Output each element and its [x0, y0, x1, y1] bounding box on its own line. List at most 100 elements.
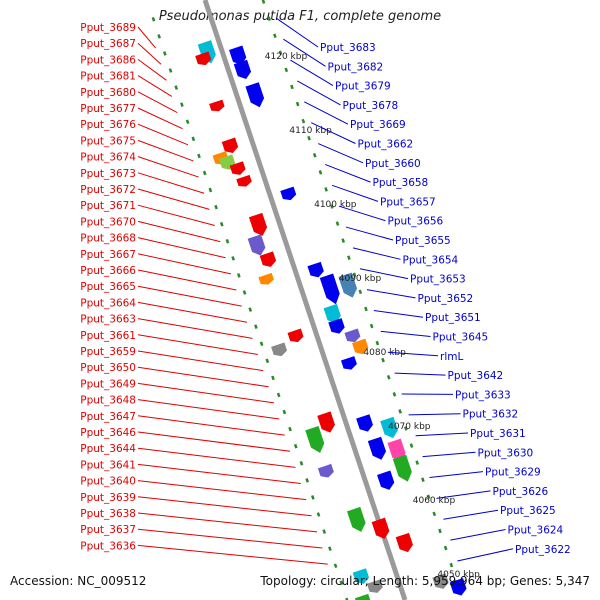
- inner-ruler-dash: [163, 51, 167, 56]
- right-gene-label: Pput_3651: [425, 312, 481, 324]
- kbp-tick-label: 4120 kbp: [265, 52, 308, 62]
- left-gene-label: Pput_3666: [80, 265, 136, 277]
- kbp-tick-label: 4060 kbp: [413, 496, 456, 506]
- right-leader-line: [394, 372, 446, 376]
- left-leader-line: [137, 544, 328, 565]
- gene-arrow: [305, 425, 325, 453]
- inner-ruler-dash: [282, 409, 287, 415]
- outer-ruler-dash: [341, 238, 346, 243]
- inner-ruler-dash: [202, 170, 207, 176]
- left-leader-line: [137, 172, 205, 194]
- right-gene-label: Pput_3683: [320, 42, 376, 54]
- right-leader-line: [443, 509, 499, 520]
- outer-ruler-dash: [261, 0, 266, 4]
- genome-title: Pseudomonas putida F1, complete genome: [158, 9, 442, 24]
- right-gene-label: rlmL: [440, 351, 463, 363]
- outer-ruler-dash: [312, 152, 317, 158]
- left-leader-line: [137, 431, 291, 452]
- right-gene-label: Pput_3679: [335, 81, 391, 93]
- outer-ruler-dash: [347, 255, 351, 261]
- left-gene-label: Pput_3641: [80, 459, 136, 471]
- outer-ruler-dash: [318, 170, 323, 175]
- right-gene-label: Pput_3656: [388, 216, 444, 228]
- kbp-tick-label: 4080 kbp: [363, 348, 406, 358]
- right-leader-line: [359, 268, 409, 280]
- right-gene-label: Pput_3653: [410, 274, 466, 286]
- gene-arrow: [354, 593, 371, 600]
- gene-arrow: [344, 328, 361, 343]
- right-gene-label: Pput_3652: [418, 293, 474, 305]
- left-gene-label: Pput_3650: [80, 362, 136, 374]
- inner-ruler-dash: [180, 102, 184, 107]
- outer-ruler-dash: [398, 409, 402, 414]
- gene-arrow: [449, 578, 467, 596]
- left-gene-label: Pput_3672: [80, 184, 136, 196]
- right-leader-line: [408, 413, 461, 416]
- left-leader-line: [137, 58, 167, 81]
- left-leader-line: [137, 139, 194, 162]
- left-leader-line: [137, 107, 183, 130]
- kbp-tick-label: 4090 kbp: [339, 274, 382, 284]
- left-leader-line: [137, 366, 269, 388]
- inner-ruler-dash: [276, 392, 281, 398]
- left-leader-line: [137, 318, 253, 339]
- outer-ruler-dash: [421, 477, 425, 483]
- left-leader-line: [137, 334, 258, 355]
- left-leader-line: [137, 156, 199, 178]
- gene-arrow: [432, 573, 449, 589]
- outer-ruler-dash: [352, 272, 357, 278]
- right-gene-label: Pput_3682: [328, 61, 384, 73]
- outer-ruler-dash: [273, 33, 277, 39]
- outer-ruler-dash: [403, 426, 408, 431]
- left-gene-label: Pput_3646: [80, 427, 136, 439]
- right-leader-line: [380, 330, 431, 337]
- outer-ruler-dash: [432, 511, 437, 517]
- inner-ruler-dash: [231, 256, 235, 261]
- right-leader-line: [373, 310, 424, 318]
- left-leader-line: [137, 75, 173, 97]
- gene-arrow: [319, 273, 340, 305]
- right-leader-line: [297, 80, 341, 106]
- right-leader-line: [311, 122, 356, 144]
- left-leader-line: [137, 204, 215, 226]
- gene-arrow: [367, 436, 387, 460]
- right-gene-label: Pput_3624: [508, 525, 564, 537]
- inner-ruler-dash: [333, 563, 338, 569]
- outer-ruler-dash: [295, 101, 300, 107]
- left-leader-line: [137, 528, 323, 549]
- gene-arrow: [317, 463, 334, 478]
- right-leader-line: [415, 432, 469, 437]
- right-leader-line: [352, 247, 401, 260]
- right-gene-label: Pput_3633: [455, 389, 511, 401]
- outer-ruler-dash: [409, 443, 414, 448]
- right-gene-label: Pput_3645: [433, 332, 489, 344]
- kbp-tick-label: 4110 kbp: [289, 126, 332, 136]
- kbp-tick-label: 4100 kbp: [314, 200, 357, 210]
- inner-ruler-dash: [328, 546, 332, 551]
- left-gene-label: Pput_3675: [80, 135, 136, 147]
- gene-arrow: [352, 568, 370, 584]
- gene-arrow: [352, 338, 369, 355]
- left-leader-line: [137, 42, 162, 65]
- gene-arrow: [195, 51, 212, 66]
- right-gene-label: Pput_3630: [478, 447, 534, 459]
- left-gene-label: Pput_3667: [80, 249, 136, 261]
- inner-ruler-dash: [191, 136, 196, 142]
- left-gene-label: Pput_3649: [80, 378, 136, 390]
- inner-ruler-dash: [242, 290, 247, 295]
- left-leader-line: [137, 415, 285, 436]
- gene-arrow: [287, 328, 304, 343]
- gene-arrow: [395, 532, 413, 553]
- kbp-tick-label: 4070 kbp: [388, 422, 431, 432]
- outer-ruler-dash: [392, 392, 397, 397]
- genome-backbone: [202, 0, 408, 600]
- inner-ruler-dash: [197, 153, 201, 159]
- right-gene-label: Pput_3658: [373, 177, 429, 189]
- inner-ruler-dash: [265, 358, 270, 364]
- left-leader-line: [137, 285, 242, 307]
- outer-ruler-dash: [335, 221, 340, 226]
- left-leader-line: [137, 382, 275, 404]
- left-leader-line: [137, 253, 232, 275]
- gene-arrow: [248, 212, 268, 236]
- left-gene-label: Pput_3677: [80, 103, 136, 115]
